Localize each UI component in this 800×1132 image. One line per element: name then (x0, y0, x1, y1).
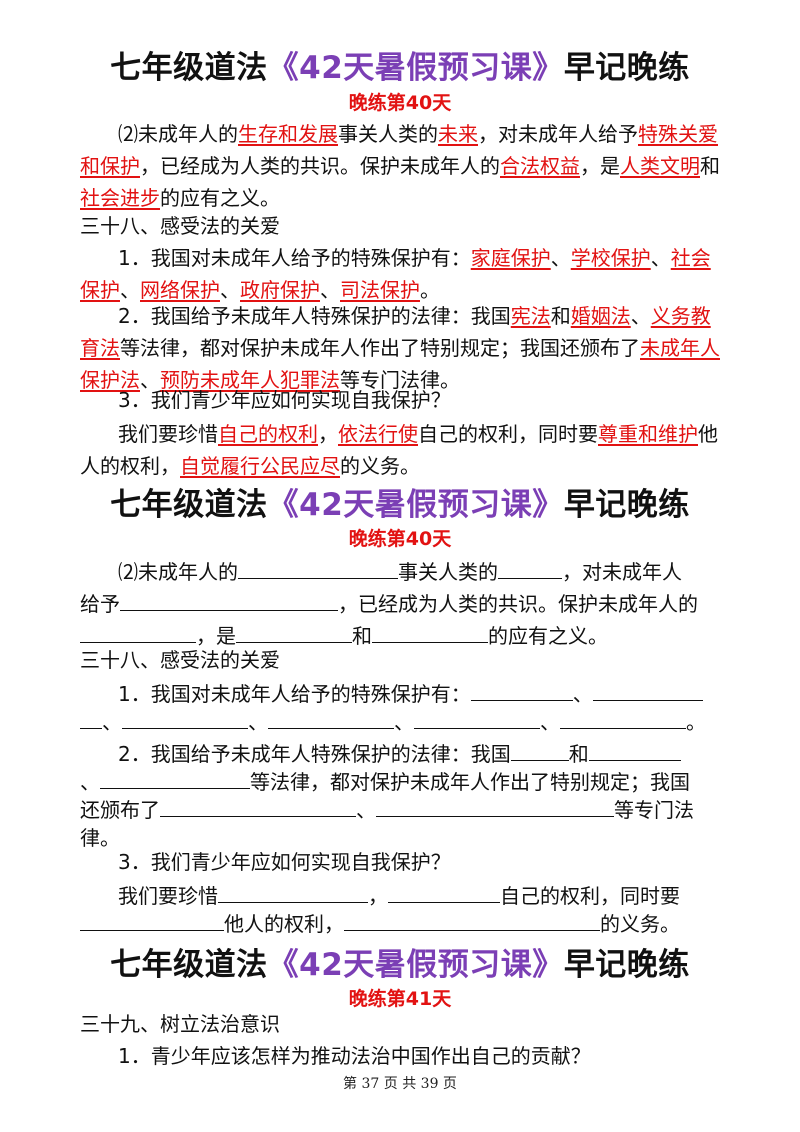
section3-title: 七年级道法《42天暑假预习课》早记晚练 (110, 947, 690, 983)
fill-blank[interactable] (120, 592, 338, 611)
section1-question-1: 1．我国对未成年人给予的特殊保护有：家庭保护、学校保护、社会保护、网络保护、政府… (80, 246, 711, 302)
section1-question-2: 2．我国给予未成年人特殊保护的法律：我国宪法和婚姻法、义务教育法等法律，都对保护… (80, 304, 720, 392)
fill-blank[interactable] (344, 912, 600, 931)
section2-paragraph-1-line3: ，是和的应有之义。 (80, 620, 722, 652)
section1-heading-38: 三十八、感受法的关爱 (80, 214, 280, 238)
section3-question-1: 1．青少年应该怎样为推动法治中国作出自己的贡献？ (118, 1044, 591, 1068)
section2-question-2: 2．我国给予未成年人特殊保护的法律：我国和 (80, 738, 722, 770)
section2-answer-3: 我们要珍惜，自己的权利，同时要 (118, 884, 680, 908)
fill-blank[interactable] (388, 884, 500, 903)
fill-blank[interactable] (80, 710, 102, 729)
section2-answer-3-line2: 他人的权利，的义务。 (80, 908, 722, 940)
section2-title: 七年级道法《42天暑假预习课》早记晚练 (110, 487, 690, 523)
fill-blank[interactable] (80, 624, 196, 643)
fill-blank[interactable] (414, 710, 540, 729)
section1-answer-3: 我们要珍惜自己的权利，依法行使自己的权利，同时要尊重和维护他人的权利，自觉履行公… (80, 422, 718, 478)
fill-blank[interactable] (236, 624, 352, 643)
section3-subtitle: 晚练第41天 (348, 988, 452, 1010)
fill-blank[interactable] (588, 742, 681, 761)
page-footer: 第 37 页 共 39 页 (343, 1076, 457, 1092)
fill-blank[interactable] (238, 560, 398, 579)
fill-blank[interactable] (470, 682, 573, 701)
section2-question-2-line3: 还颁布了、等专门法 (80, 798, 694, 822)
fill-blank[interactable] (510, 742, 569, 761)
section3-heading-39: 三十九、树立法治意识 (80, 1012, 280, 1036)
fill-blank[interactable] (268, 710, 394, 729)
fill-blank[interactable] (218, 884, 368, 903)
section2-paragraph-1: ⑵未成年人的事关人类的，对未成年人 (118, 560, 682, 584)
fill-blank[interactable] (80, 912, 224, 931)
section2-question-1: 1．我国对未成年人给予的特殊保护有：、 (80, 678, 722, 710)
fill-blank[interactable] (160, 798, 356, 817)
section2-question-2-line4: 律。 (80, 826, 120, 850)
section1-title: 七年级道法《42天暑假预习课》早记晚练 (110, 50, 690, 86)
section2-subtitle: 晚练第40天 (348, 528, 452, 550)
section2-question-1-line2: 、、、、。 (80, 706, 722, 738)
section1-question-3: 3．我们青少年应如何实现自我保护？ (118, 388, 451, 412)
fill-blank[interactable] (560, 710, 686, 729)
section2-paragraph-1-line2: 给予，已经成为人类的共识。保护未成年人的 (80, 592, 698, 616)
fill-blank[interactable] (372, 624, 488, 643)
section2-question-2-line2: 、等法律，都对保护未成年人作出了特别规定；我国 (80, 770, 690, 794)
fill-blank[interactable] (100, 770, 250, 789)
fill-blank[interactable] (376, 798, 614, 817)
section2-question-3: 3．我们青少年应如何实现自我保护？ (118, 850, 451, 874)
section1-paragraph-1: ⑵未成年人的生存和发展事关人类的未来，对未成年人给予特殊关爱和保护，已经成为人类… (80, 122, 720, 210)
fill-blank[interactable] (122, 710, 248, 729)
fill-blank[interactable] (592, 682, 703, 701)
section2-heading-38: 三十八、感受法的关爱 (80, 648, 280, 672)
fill-blank[interactable] (498, 560, 562, 579)
section1-subtitle: 晚练第40天 (348, 92, 452, 114)
